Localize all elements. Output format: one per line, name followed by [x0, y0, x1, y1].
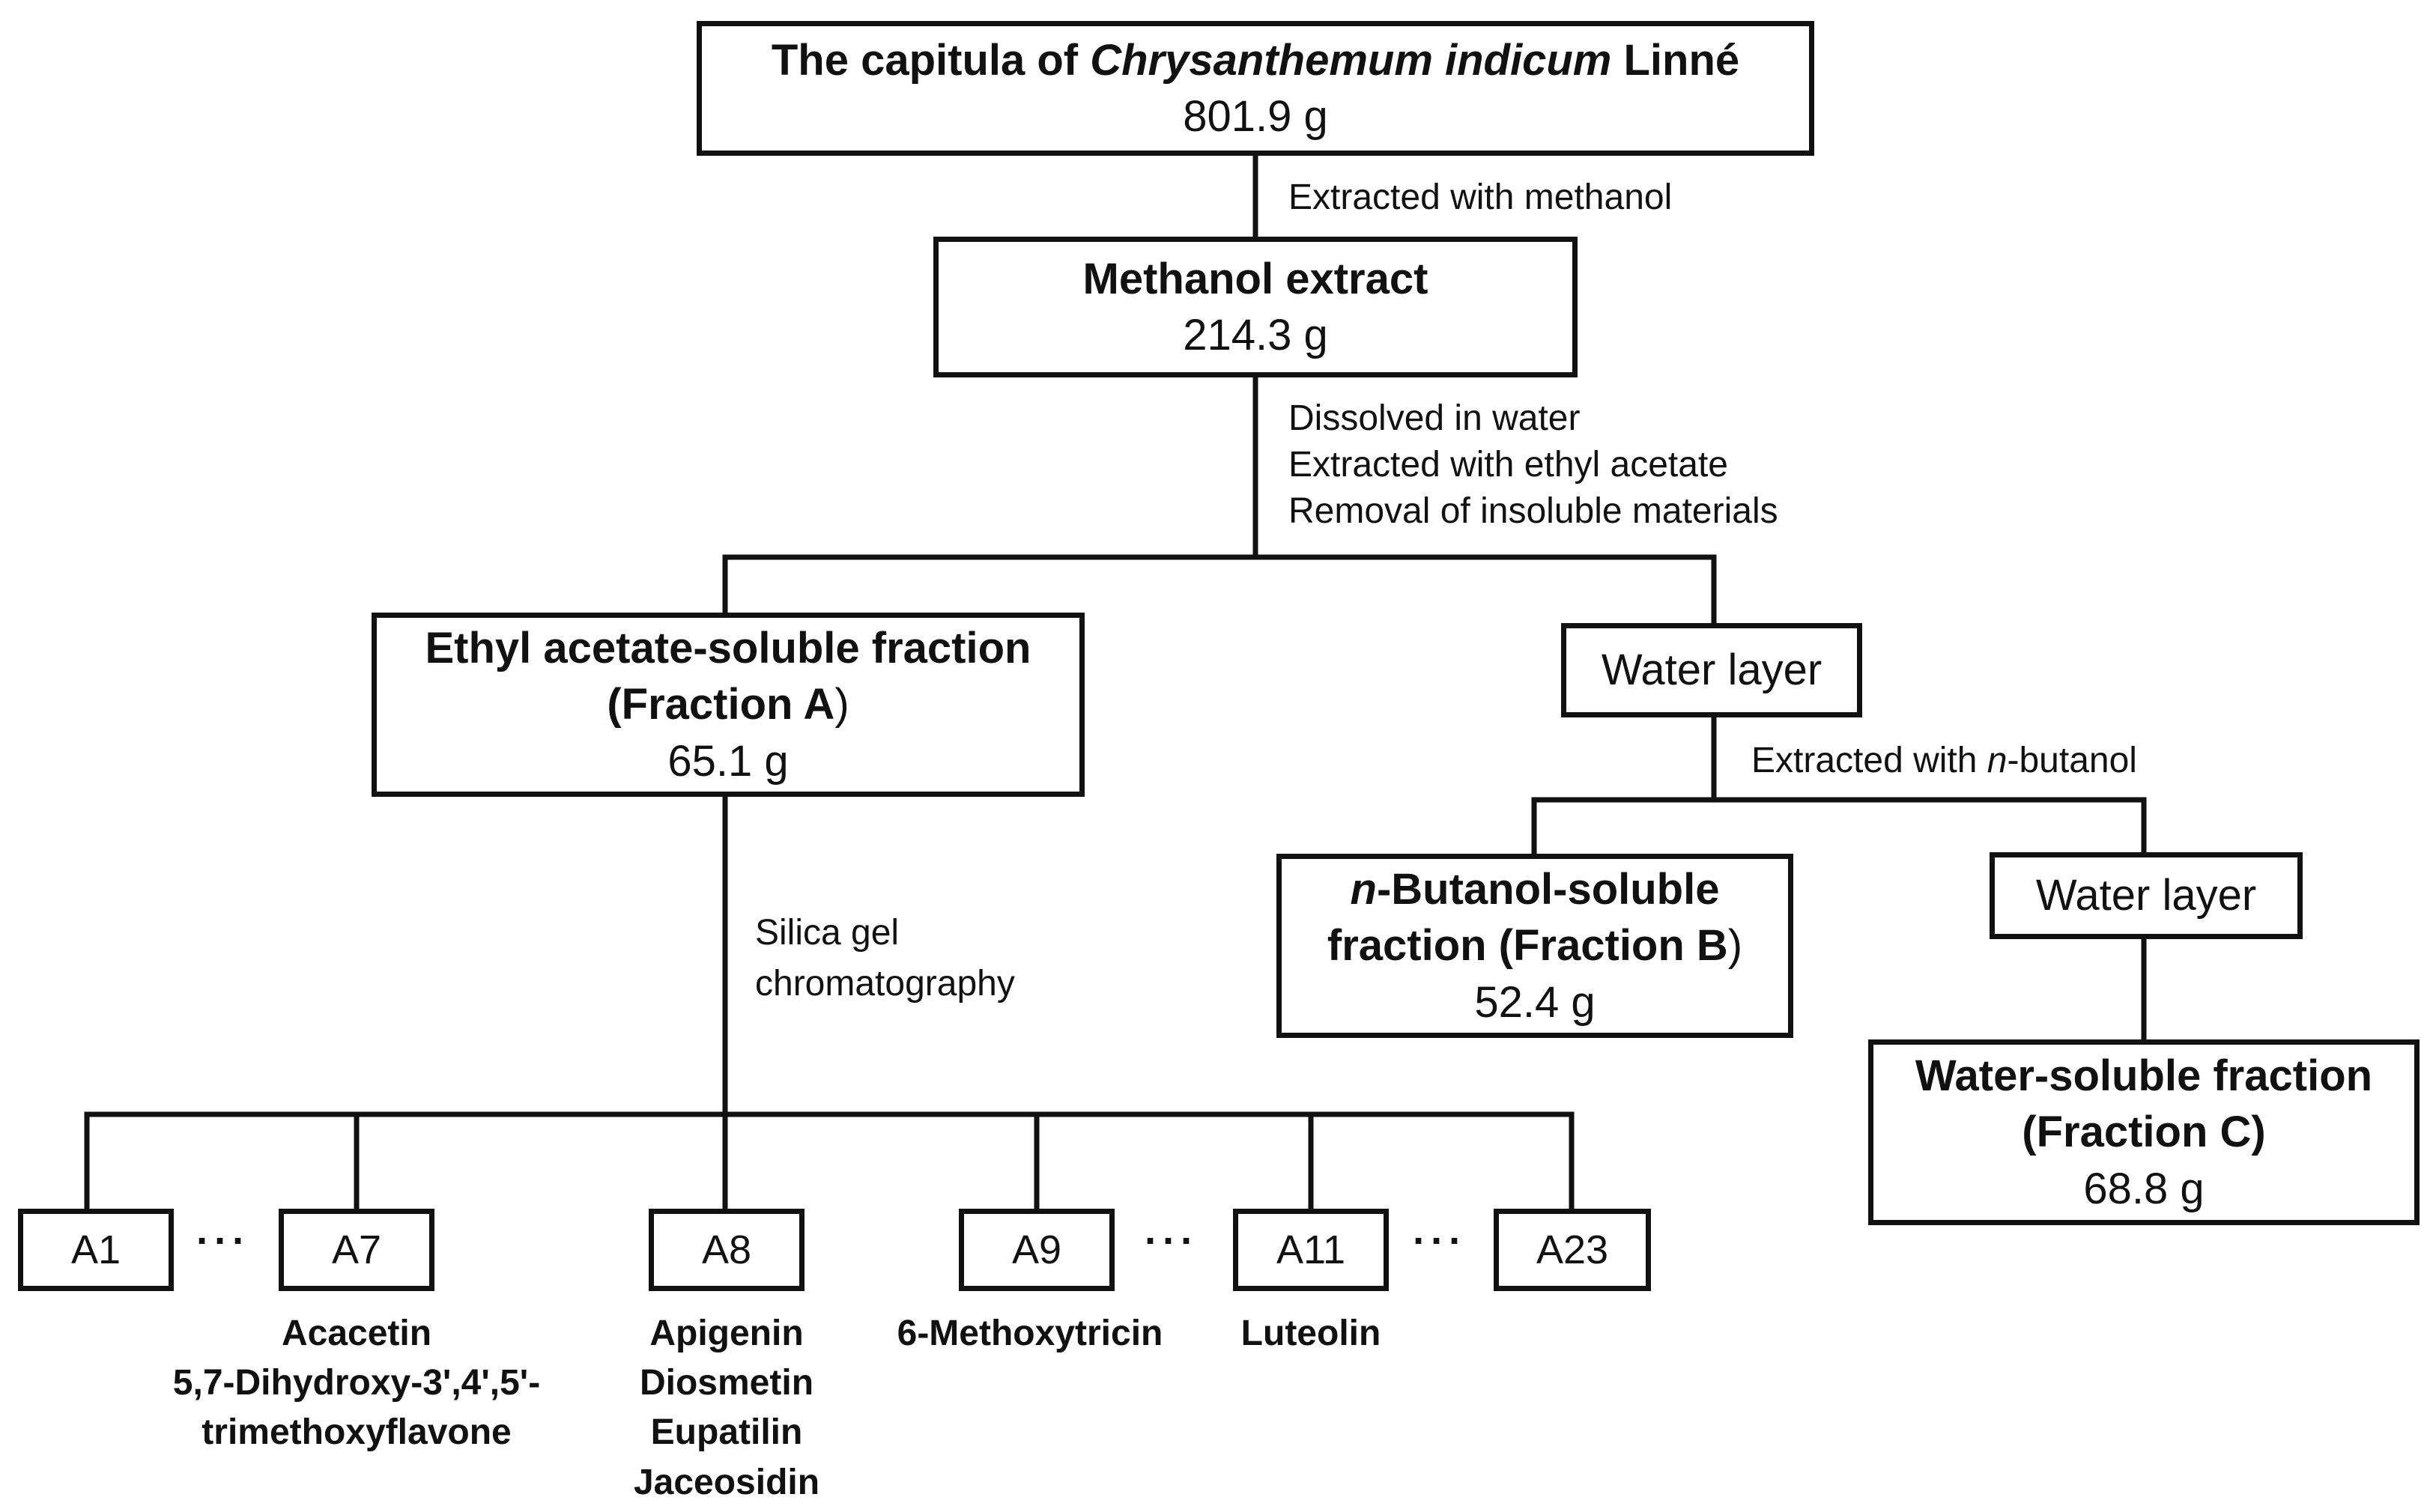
fraction-b-line1: n-Butanol-soluble: [1350, 864, 1720, 914]
step-extract-methanol: Extracted with methanol: [1288, 177, 1673, 217]
methanol-extract-box: Methanol extract 214.3 g: [933, 237, 1578, 377]
step-dissolve: Dissolved in water: [1288, 398, 1581, 438]
fraction-c-line1: Water-soluble fraction: [1915, 1051, 2373, 1100]
fraction-a-mass: 65.1 g: [667, 736, 789, 786]
compound-dihydroxy-trimethoxyflavone-1: 5,7-Dihydroxy-3',4',5'-: [172, 1363, 541, 1403]
water-layer-2-label: Water layer: [2035, 871, 2257, 920]
compounds-a7: Acacetin 5,7-Dihydroxy-3',4',5'- trimeth…: [132, 1309, 581, 1458]
compounds-a8: Apigenin Diosmetin Eupatilin Jaceosidin: [577, 1309, 876, 1508]
ellipsis-a9-a11: ···: [1145, 1218, 1199, 1263]
step-extract-butanol: Extracted with n-butanol: [1751, 741, 2137, 780]
source-title: The capitula of Chrysanthemum indicum Li…: [771, 35, 1740, 85]
step-remove-insoluble: Removal of insoluble materials: [1288, 491, 1778, 531]
ellipsis-a11-a23: ···: [1413, 1218, 1467, 1263]
compound-luteolin: Luteolin: [1240, 1314, 1381, 1353]
fraction-a-line2: (Fraction A): [607, 680, 849, 729]
fraction-a-box: Ethyl acetate-soluble fraction (Fraction…: [372, 613, 1085, 797]
compound-eupatilin: Eupatilin: [650, 1412, 803, 1453]
subfraction-a8: A8: [649, 1209, 805, 1291]
subfraction-a11: A11: [1233, 1209, 1389, 1291]
step-extract-ethyl-acetate: Extracted with ethyl acetate: [1288, 445, 1728, 485]
step-partition-labels: Dissolved in water Extracted with ethyl …: [1288, 395, 1778, 535]
compound-6-methoxytricin: 6-Methoxytricin: [897, 1314, 1163, 1353]
methanol-extract-title: Methanol extract: [1082, 254, 1428, 303]
water-layer-2-box: Water layer: [1990, 852, 2303, 939]
source-box: The capitula of Chrysanthemum indicum Li…: [697, 21, 1814, 156]
water-layer-1-box: Water layer: [1561, 623, 1862, 717]
step-silica-gel: Silica gel chromatography: [755, 913, 1015, 1004]
fraction-c-mass: 68.8 g: [2083, 1164, 2205, 1213]
fraction-c-box: Water-soluble fraction (Fraction C) 68.8…: [1868, 1039, 2420, 1225]
compounds-a9: 6-Methoxytricin: [861, 1309, 1199, 1358]
compound-diosmetin: Diosmetin: [639, 1363, 814, 1403]
subfraction-a23: A23: [1494, 1209, 1651, 1291]
fraction-b-box: n-Butanol-soluble fraction (Fraction B) …: [1276, 854, 1793, 1038]
compound-jaceosidin: Jaceosidin: [633, 1462, 820, 1502]
fraction-c-line2: (Fraction C): [2022, 1108, 2266, 1157]
fraction-b-mass: 52.4 g: [1474, 977, 1596, 1027]
subfraction-a7: A7: [279, 1209, 434, 1291]
compound-acacetin: Acacetin: [281, 1314, 432, 1353]
compound-apigenin: Apigenin: [649, 1314, 804, 1353]
fraction-a-line1: Ethyl acetate-soluble fraction: [425, 623, 1031, 672]
compound-dihydroxy-trimethoxyflavone-2: trimethoxyflavone: [202, 1412, 512, 1453]
compounds-a11: Luteolin: [1199, 1309, 1423, 1358]
water-layer-1-label: Water layer: [1601, 646, 1822, 695]
ellipsis-a1-a7: ···: [196, 1218, 250, 1263]
methanol-extract-mass: 214.3 g: [1183, 311, 1328, 359]
fraction-b-line2: fraction (Fraction B): [1327, 921, 1743, 971]
source-mass: 801.9 g: [1183, 92, 1328, 141]
subfraction-a9: A9: [959, 1209, 1115, 1291]
subfraction-a1: A1: [18, 1209, 174, 1291]
